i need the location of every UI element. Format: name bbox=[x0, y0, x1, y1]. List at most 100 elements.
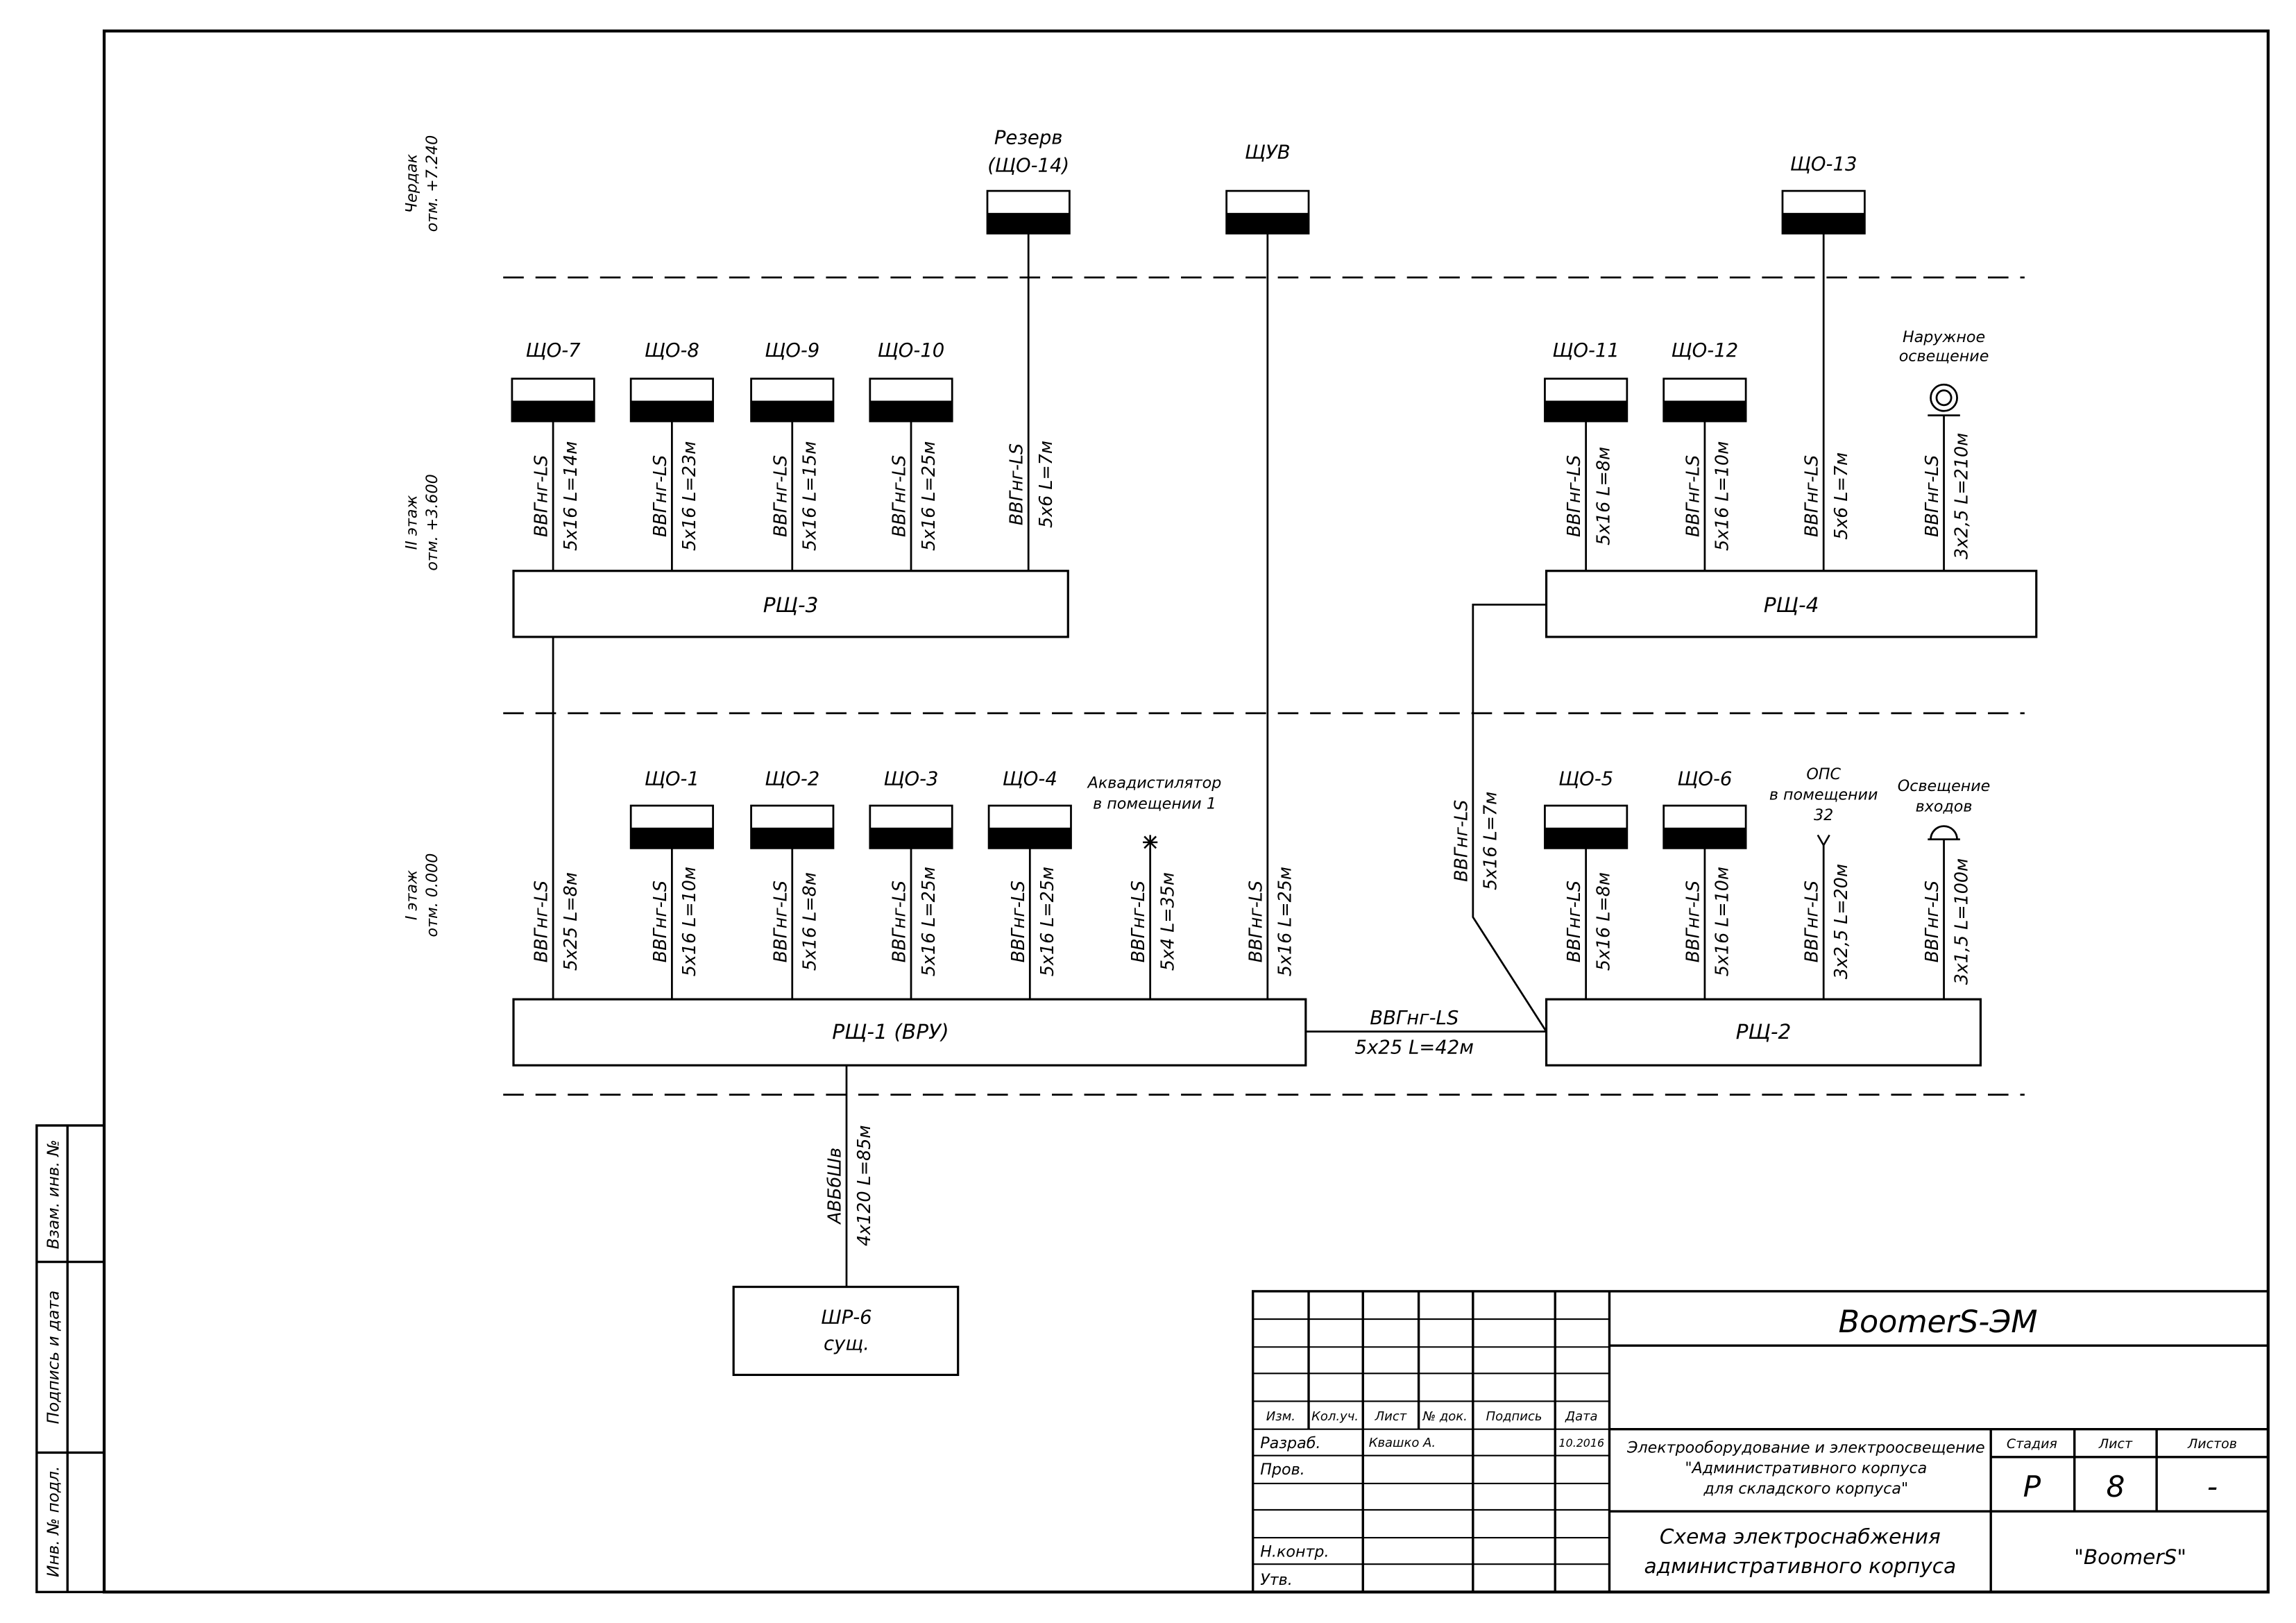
sho1-cable-type: ВВГнг-LS bbox=[649, 881, 670, 962]
shuv-cable-spec: 5х16 L=25м bbox=[1275, 867, 1295, 976]
entrance-label-2: входов bbox=[1916, 798, 1973, 816]
panel-reserve-label: Резерв bbox=[994, 126, 1063, 148]
tb-listov-label: Листов bbox=[2187, 1436, 2237, 1452]
tb-col-ndok: № док. bbox=[1422, 1409, 1467, 1424]
outdoor-label-1: Наружное bbox=[1903, 328, 1985, 346]
tb-list-label: Лист bbox=[2098, 1436, 2133, 1452]
ops-cable-spec: 3х2,5 L=20м bbox=[1830, 864, 1851, 979]
panel-shr6-sub: сущ. bbox=[824, 1332, 869, 1354]
tb-code: BoomerS-ЭМ bbox=[1839, 1305, 2038, 1340]
sho5-cable-type: ВВГнг-LS bbox=[1563, 881, 1584, 962]
input-cable-type: АВБбШв bbox=[824, 1148, 845, 1225]
tb-col-koluch: Кол.уч. bbox=[1311, 1409, 1359, 1424]
sho13-cable: ВВГнг-LS 5х6 L=7м bbox=[1801, 452, 1851, 540]
tb-sheet-title-2: административного корпуса bbox=[1644, 1554, 1957, 1578]
rsh1-rsh2-link: ВВГнг-LS 5х25 L=42м bbox=[1305, 1007, 1547, 1058]
entrance-label-1: Освещение bbox=[1898, 777, 1991, 795]
sho12-cable-type: ВВГнг-LS bbox=[1682, 455, 1703, 537]
sho3-cable-spec: 5х16 L=25м bbox=[918, 867, 939, 976]
aqua-cable-type: ВВГнг-LS bbox=[1128, 881, 1148, 962]
tb-project-2: "Административного корпуса bbox=[1685, 1459, 1927, 1477]
sho11-label: ЩО-11 bbox=[1552, 339, 1619, 362]
outdoor-cable-type: ВВГнг-LS bbox=[1921, 455, 1942, 537]
level-floor1-elev: отм. 0.000 bbox=[423, 853, 441, 937]
tb-row-nkontr: Н.контр. bbox=[1260, 1543, 1329, 1561]
shuv-cable-type: ВВГнг-LS bbox=[1245, 881, 1266, 962]
sho8-cable-type: ВВГнг-LS bbox=[649, 455, 670, 537]
shuv-cable: ВВГнг-LS 5х16 L=25м bbox=[1245, 867, 1295, 976]
sho7-group: ЩО-7 ВВГнг-LS 5х16 L=14м bbox=[511, 339, 595, 571]
sho10-label: ЩО-10 bbox=[878, 339, 945, 362]
sho8-cable-spec: 5х16 L=23м bbox=[679, 441, 699, 551]
reserve-cable: ВВГнг-LS 5х6 L=7м bbox=[1006, 441, 1056, 528]
panel-rsh1: РЩ-1 (ВРУ) bbox=[512, 998, 1307, 1067]
sho4-cable-spec: 5х16 L=25м bbox=[1037, 867, 1057, 976]
panel-rsh1-label: РЩ-1 (ВРУ) bbox=[832, 1020, 949, 1044]
input-cable-spec: 4х120 L=85м bbox=[853, 1125, 874, 1246]
ops-group: ОПС в помещении 32 ВВГнг-LS 3х2,5 L=20м bbox=[1769, 765, 1878, 1000]
aqua-cable-spec: 5х4 L=35м bbox=[1157, 872, 1178, 971]
sho12-cable-spec: 5х16 L=10м bbox=[1712, 441, 1733, 551]
tb-row-utv: Утв. bbox=[1260, 1571, 1293, 1589]
tb-razrab-name: Квашко А. bbox=[1369, 1436, 1436, 1450]
sho3-label: ЩО-3 bbox=[883, 767, 938, 790]
outdoor-lighting-group: Наружное освещение ВВГнг-LS 3х2,5 L=210м bbox=[1899, 328, 1989, 571]
entrance-cable-type: ВВГнг-LS bbox=[1921, 881, 1942, 962]
sho10-cable-spec: 5х16 L=25м bbox=[918, 441, 939, 551]
sho13-cable-spec: 5х6 L=7м bbox=[1830, 452, 1851, 540]
outdoor-lamp-icon bbox=[1928, 383, 1960, 416]
rsh3-feed-type: ВВГнг-LS bbox=[531, 881, 552, 962]
sho4-label: ЩО-4 bbox=[1003, 767, 1057, 790]
tb-stadia-value: Р bbox=[2023, 1470, 2041, 1504]
panel-sho13-label: ЩО-13 bbox=[1790, 153, 1857, 176]
panel-reserve-sub: (ЩО-14) bbox=[987, 155, 1069, 177]
tb-row-razrab: Разраб. bbox=[1260, 1434, 1320, 1452]
stamp-inv: Инв. № подл. bbox=[44, 1466, 63, 1577]
sho10-group: ЩО-10 ВВГнг-LS 5х16 L=25м bbox=[869, 339, 953, 571]
aqua-group: Аквадистилятор в помещении 1 ВВГнг-LS 5х… bbox=[1087, 774, 1221, 1000]
sho7-label: ЩО-7 bbox=[526, 339, 581, 362]
tb-list-value: 8 bbox=[2106, 1470, 2125, 1504]
tb-col-podpis: Подпись bbox=[1486, 1409, 1542, 1424]
tb-project-3: для складского корпуса" bbox=[1703, 1480, 1908, 1498]
title-block: BoomerS-ЭМ Изм. Кол.уч. Лист № док. Подп… bbox=[1251, 1290, 2270, 1594]
panel-rsh4: РЩ-4 bbox=[1545, 570, 2038, 638]
sho7-cable-spec: 5х16 L=14м bbox=[560, 441, 581, 551]
panel-rsh2: РЩ-2 bbox=[1545, 998, 1982, 1067]
level-floor1-name: I этаж bbox=[402, 870, 420, 920]
rsh1-rsh2-cable-spec: 5х25 L=42м bbox=[1355, 1036, 1474, 1058]
panel-rsh2-label: РЩ-2 bbox=[1736, 1020, 1792, 1044]
sho2-group: ЩО-2 ВВГнг-LS 5х16 L=8м bbox=[750, 767, 835, 1000]
sho4-group: ЩО-4 ВВГнг-LS 5х16 L=25м bbox=[987, 767, 1072, 1000]
tb-col-list: Лист bbox=[1375, 1409, 1407, 1424]
panel-sho13: ЩО-13 bbox=[1781, 153, 1866, 571]
sho5-cable-spec: 5х16 L=8м bbox=[1592, 872, 1613, 971]
sho1-label: ЩО-1 bbox=[645, 767, 699, 790]
sho6-label: ЩО-6 bbox=[1677, 767, 1732, 790]
sho1-cable-spec: 5х16 L=10м bbox=[679, 867, 699, 976]
sho2-label: ЩО-2 bbox=[765, 767, 819, 790]
sho4-cable-type: ВВГнг-LS bbox=[1007, 881, 1028, 962]
panel-shr6: ШР-6 сущ. bbox=[732, 1285, 960, 1377]
sho3-cable-type: ВВГнг-LS bbox=[889, 881, 910, 962]
level-attic-name: Чердак bbox=[402, 153, 420, 213]
ops-load-icon bbox=[1817, 834, 1830, 846]
reserve-cable-spec: 5х6 L=7м bbox=[1035, 441, 1056, 528]
panel-shuv-label: ЩУВ bbox=[1245, 142, 1291, 164]
entrance-cable-spec: 3х1,5 L=100м bbox=[1950, 858, 1971, 985]
tb-stadia-label: Стадия bbox=[2007, 1436, 2057, 1452]
aqua-label-2: в помещении 1 bbox=[1093, 794, 1216, 813]
sho6-group: ЩО-6 ВВГнг-LS 5х16 L=10м bbox=[1663, 767, 1747, 1000]
sho7-cable-type: ВВГнг-LS bbox=[531, 455, 552, 537]
ops-label-2: в помещении bbox=[1769, 786, 1878, 804]
sho12-label: ЩО-12 bbox=[1672, 339, 1739, 362]
sho1-group: ЩО-1 ВВГнг-LS 5х16 L=10м bbox=[629, 767, 714, 1000]
asterisk-load-icon bbox=[1143, 835, 1158, 850]
sho12-group: ЩО-12 ВВГнг-LS 5х16 L=10м bbox=[1663, 339, 1747, 571]
tb-razrab-date: 10.2016 bbox=[1559, 1436, 1605, 1450]
level-floor2-elev: отм. +3.600 bbox=[423, 474, 441, 570]
rsh3-feed: ВВГнг-LS 5х25 L=8м bbox=[531, 636, 581, 1000]
rsh4-feed-spec: 5х16 L=7м bbox=[1480, 792, 1501, 890]
entrance-lighting-group: Освещение входов ВВГнг-LS 3х1,5 L=100м bbox=[1898, 777, 1991, 1000]
